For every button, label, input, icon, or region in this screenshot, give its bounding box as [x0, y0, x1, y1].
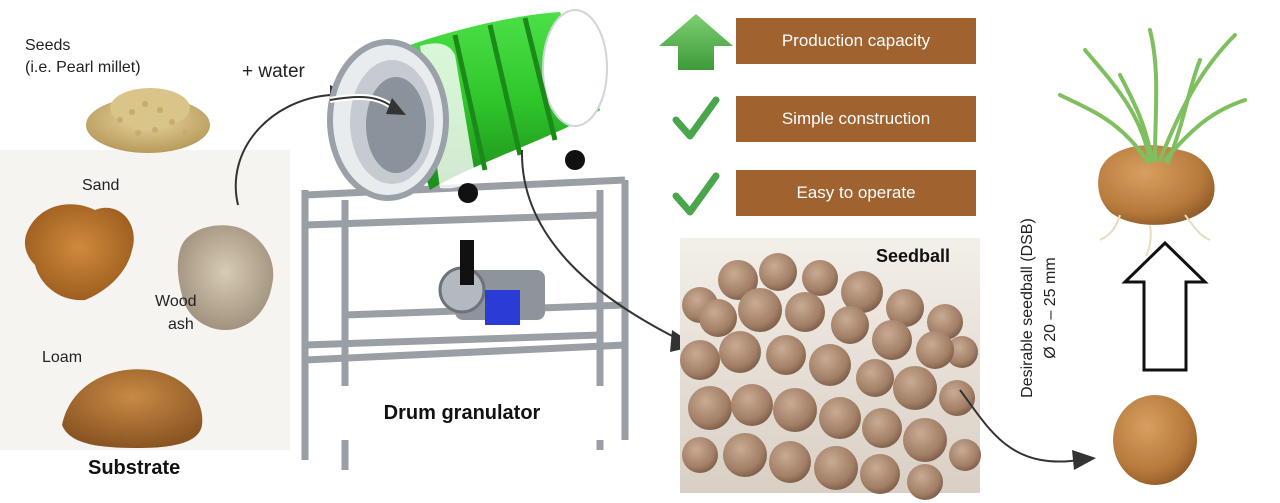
checkmark-icon-1 — [672, 96, 720, 140]
output-arrow — [520, 149, 681, 341]
seeds-label: Seeds — [25, 37, 71, 54]
sand-pile — [24, 204, 134, 301]
benefit-label: Easy to operate — [796, 183, 916, 202]
water-arrow-head — [386, 98, 406, 115]
seedball-balls — [680, 253, 981, 500]
feed-arrow — [234, 94, 331, 206]
to-dsb-arrow-head — [1072, 450, 1096, 470]
dsb-caption: Desirable seedball (DSB) Ø 20 – 25 mm — [1018, 158, 1066, 458]
drum-granulator-title: Drum granulator — [383, 401, 541, 424]
sand-label: Sand — [82, 177, 120, 194]
drum-granulator-caption-box: Drum granulator — [318, 386, 606, 440]
substrate-title: Substrate — [88, 457, 181, 479]
checkmark-icon-2 — [672, 172, 720, 216]
dsb-ball — [1113, 395, 1197, 485]
water-label: + water — [242, 61, 305, 82]
to-dsb-arrow — [959, 389, 1081, 463]
granulator-frame — [301, 176, 629, 470]
benefit-label: Simple construction — [781, 109, 931, 128]
dsb-label-line1: Desirable seedball (DSB) — [1019, 218, 1036, 398]
wood-ash-label-line2: ash — [168, 316, 194, 333]
germination-arrow — [1121, 240, 1209, 372]
sprouted-plant — [1058, 28, 1247, 257]
seedball-title: Seedball — [876, 246, 951, 266]
drum — [327, 9, 608, 203]
motor — [438, 240, 545, 325]
up-arrow-icon — [659, 14, 733, 70]
dsb-label-line2: Ø 20 – 25 mm — [1042, 257, 1059, 359]
benefit-box-easy-to-operate: Easy to operate — [736, 170, 976, 216]
wood-ash-label-line1: Wood — [155, 293, 197, 310]
wood-ash-pile — [177, 225, 274, 330]
seeds-pile — [86, 88, 210, 153]
loam-pile — [62, 369, 203, 448]
loam-label: Loam — [42, 349, 83, 366]
benefit-box-simple-construction: Simple construction — [736, 96, 976, 142]
benefit-label: Production capacity — [781, 31, 931, 50]
seeds-example-label: (i.e. Pearl millet) — [25, 59, 141, 76]
benefit-box-production-capacity: Production capacity — [736, 18, 976, 64]
